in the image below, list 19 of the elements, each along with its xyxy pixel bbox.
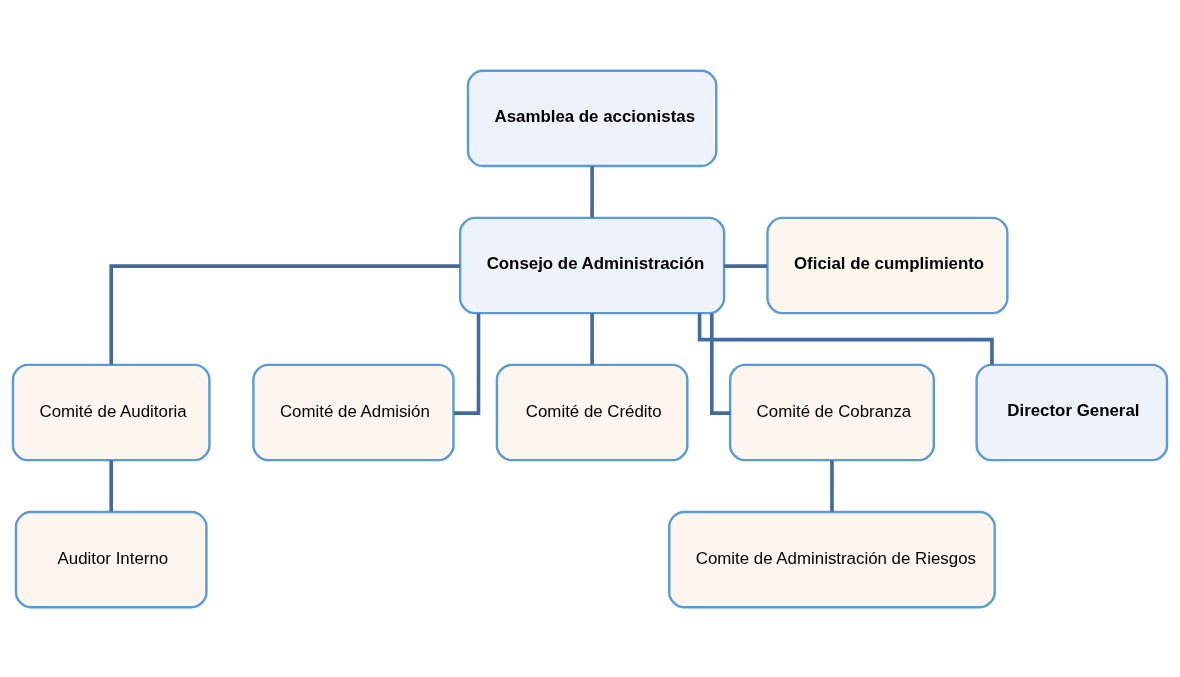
connector bbox=[697, 312, 994, 365]
node-box: Comité de Cobranza bbox=[728, 363, 935, 461]
connector bbox=[724, 263, 768, 268]
connector bbox=[109, 263, 461, 365]
connector bbox=[109, 459, 113, 512]
node-box: Comité de Auditoria bbox=[11, 363, 211, 461]
node-box: Comité de Admisión bbox=[252, 363, 455, 461]
node-box: Director General bbox=[975, 363, 1169, 461]
connector bbox=[453, 312, 481, 415]
connector bbox=[830, 459, 834, 512]
node-box: Auditor Interno bbox=[14, 510, 208, 608]
node-box: Comite de Administración de Riesgos bbox=[668, 510, 996, 608]
connector bbox=[590, 165, 594, 217]
node-box: Asamblea de accionistas bbox=[466, 69, 718, 167]
node-box: Oficial de cumplimiento bbox=[766, 216, 1009, 314]
node-box: Comité de Crédito bbox=[495, 363, 689, 461]
connector bbox=[590, 312, 594, 364]
connector bbox=[710, 312, 731, 415]
node-box: Consejo de Administración bbox=[458, 216, 726, 314]
